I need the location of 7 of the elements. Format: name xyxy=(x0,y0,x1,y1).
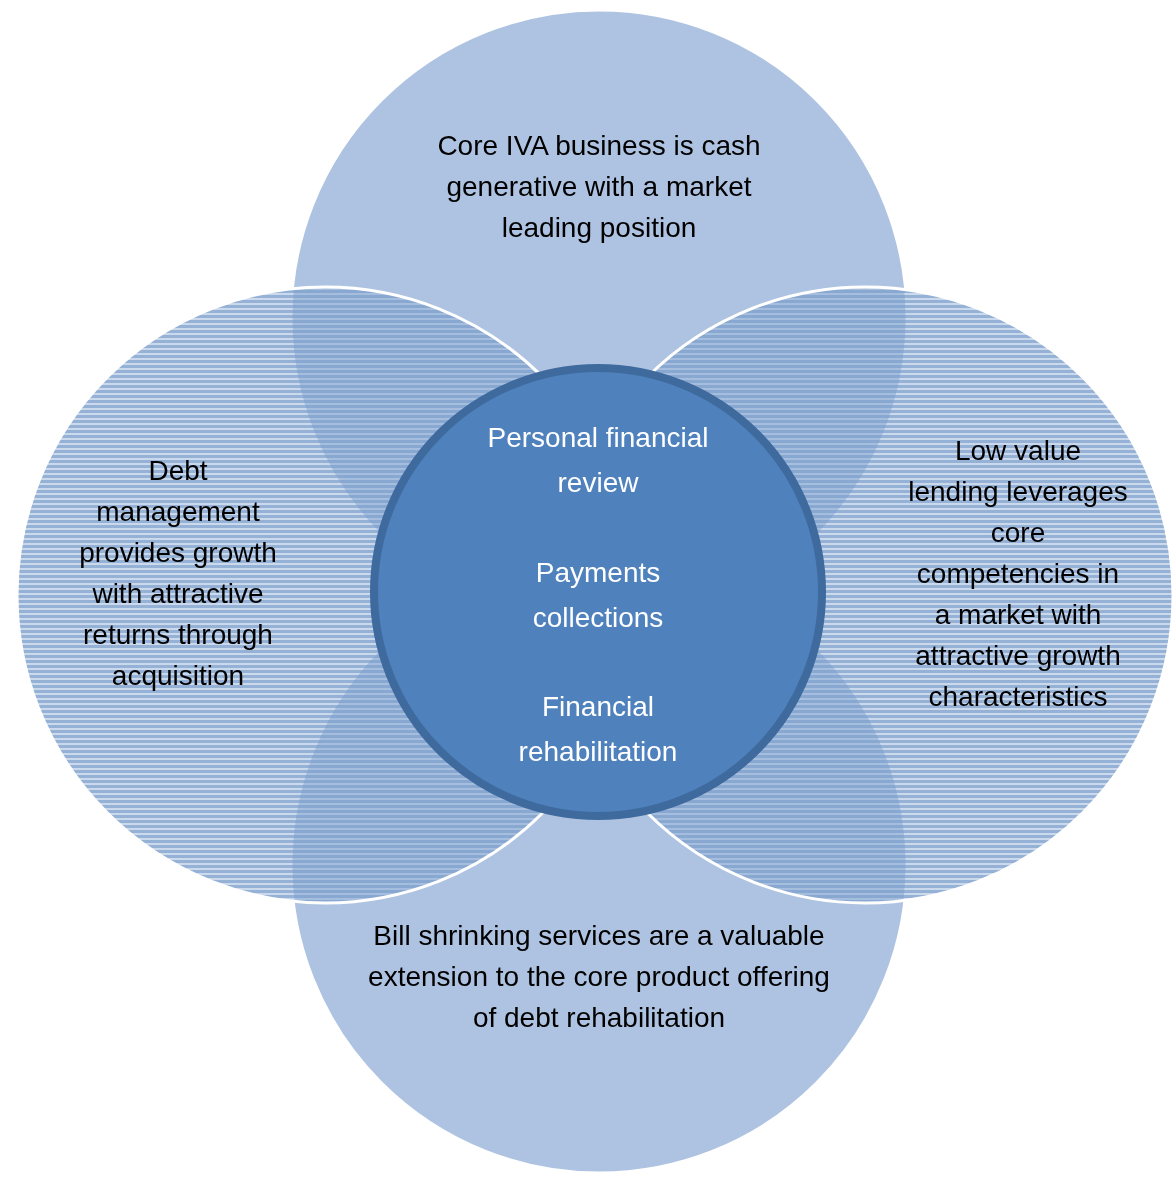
description-text: Core IVA business is cash generative with a market leading position xyxy=(403,125,795,248)
description-text: Low value lending leverages core competencies in a market with attractive growth characteristics xyxy=(908,430,1128,717)
circle-label: Payments collections xyxy=(531,556,665,635)
description-text: Debt management provides growth with attractive returns through acquisition xyxy=(63,450,293,696)
circle-label: Personal financial review xyxy=(486,421,710,500)
description-text: Bill shrinking services are a valuable extension to the core product offering of debt rehabilitation xyxy=(360,915,838,1038)
circle-label: Financial rehabilitation xyxy=(517,690,679,769)
